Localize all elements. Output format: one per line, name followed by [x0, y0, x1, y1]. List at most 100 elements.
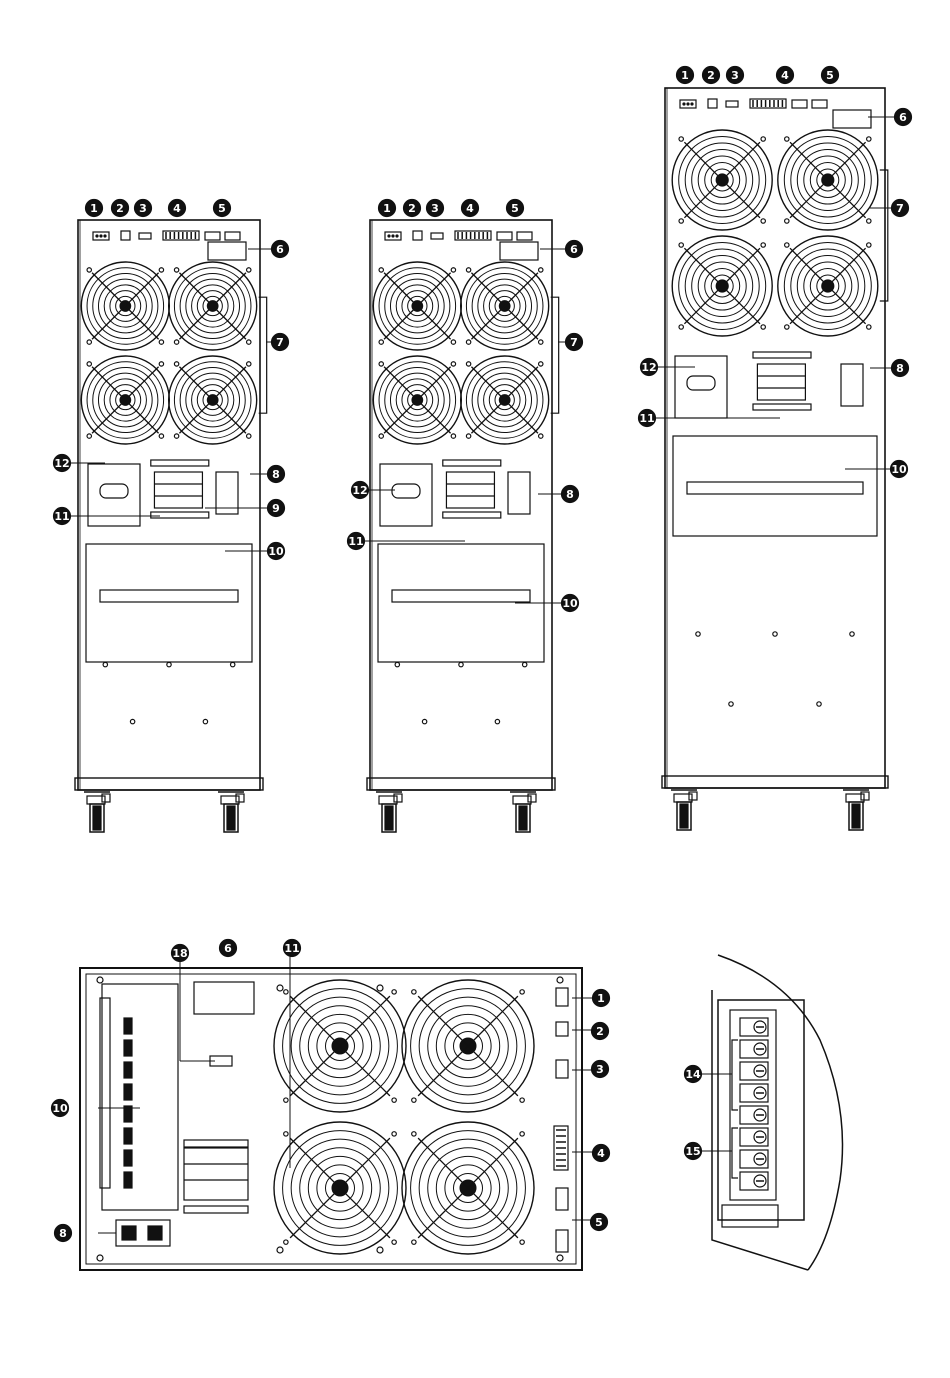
bracket-14 [732, 1040, 738, 1110]
vent-slot [124, 1084, 132, 1100]
screw [817, 702, 821, 706]
db9-port-a [792, 100, 807, 108]
db9-port [556, 988, 568, 1006]
small-port [556, 1060, 568, 1078]
callout-number: 3 [596, 1063, 604, 1076]
breaker-toggle-a [122, 1226, 136, 1240]
callout-label: 1 [379, 200, 396, 217]
screw [277, 1247, 283, 1253]
terminal-strip [163, 231, 199, 240]
caster-wheel [376, 792, 402, 832]
callout-number: 8 [59, 1227, 67, 1240]
lower-cover [86, 544, 252, 662]
callout-label: 6 [895, 109, 912, 126]
screw [850, 632, 854, 636]
caster-wheel [84, 792, 110, 832]
screw [523, 662, 527, 666]
fan-grille [402, 1122, 534, 1254]
callout-number: 2 [116, 202, 124, 215]
db9-port-b [517, 232, 532, 240]
callout-label: 3 [427, 200, 444, 217]
callout-number: 1 [681, 69, 689, 82]
fan-grille [274, 1122, 406, 1254]
callout-number: 12 [352, 484, 367, 497]
cabinet-base [75, 778, 263, 790]
callout-label: 3 [727, 67, 744, 84]
enclosure-edge [712, 990, 808, 1270]
switch-panel [184, 1148, 248, 1200]
cabinet-body [665, 88, 885, 788]
db9-port-b [812, 100, 827, 108]
screw [495, 719, 499, 723]
callout-number: 1 [597, 992, 605, 1005]
enclosure-curve [718, 955, 843, 1270]
cover-plate [722, 1205, 778, 1227]
callout-label: 2 [592, 1023, 609, 1040]
vent-slot [124, 1172, 132, 1188]
callout-number: 6 [570, 243, 578, 256]
callout-number: 3 [731, 69, 739, 82]
callout-number: 10 [268, 545, 284, 558]
callout-number: 1 [90, 202, 98, 215]
switch-top-plate [151, 460, 209, 466]
callout-number: 12 [54, 457, 69, 470]
callout-number: 10 [891, 463, 907, 476]
callout-number: 12 [641, 361, 656, 374]
callout-label: 11 [639, 410, 656, 427]
switch-panel [154, 472, 202, 508]
fan-grille [778, 130, 878, 230]
callout-number: 11 [639, 412, 654, 425]
callout-number: 11 [348, 535, 363, 548]
callout-label: 8 [562, 486, 579, 503]
callout-label: 10 [268, 543, 285, 560]
screw [167, 662, 171, 666]
terminal-block-detail: 14 15 [685, 955, 843, 1270]
screw [277, 985, 283, 991]
callout-label: 12 [54, 455, 71, 472]
cover-handle [100, 590, 238, 602]
breaker-handle [687, 376, 715, 390]
callout-label: 14 [685, 1066, 702, 1083]
callout-label: 1 [86, 200, 103, 217]
fan-grille [169, 262, 257, 350]
switch-bottom-plate [443, 512, 501, 518]
callout-label: 12 [352, 482, 369, 499]
callout-number: 18 [172, 947, 187, 960]
callout-number: 11 [284, 942, 299, 955]
rack-unit-rear-view: 1861112310485 [52, 940, 610, 1271]
bracket-15 [732, 1128, 738, 1178]
switch-bottom-plate [184, 1206, 248, 1213]
callout-label: 1 [677, 67, 694, 84]
screw [459, 662, 463, 666]
callout-number: 5 [826, 69, 834, 82]
switch-bottom-plate [151, 512, 209, 518]
db9-port-a [497, 232, 512, 240]
cabinet-base [662, 776, 888, 788]
small-port [431, 233, 443, 239]
callout-number: 8 [272, 468, 280, 481]
callout-number: 15 [685, 1145, 700, 1158]
callout-number: 7 [276, 336, 284, 349]
vent-slot [124, 1150, 132, 1166]
callout-number: 11 [54, 510, 69, 523]
callout-label: 11 [284, 940, 301, 957]
cabinet-base [367, 778, 555, 790]
callout-label: 4 [169, 200, 186, 217]
switch-top-plate [753, 352, 811, 358]
callout-label: 4 [777, 67, 794, 84]
callout-number: 5 [218, 202, 226, 215]
lower-cover [673, 436, 877, 536]
callout-number: 4 [597, 1147, 605, 1160]
screw [696, 632, 700, 636]
callout-number: 2 [596, 1025, 604, 1038]
callout-label: 6 [220, 940, 237, 957]
callout-number: 3 [431, 202, 439, 215]
switch-bottom-plate [753, 404, 811, 410]
callout-number: 7 [896, 202, 904, 215]
label-plate [833, 110, 871, 128]
fan-grille [672, 130, 772, 230]
callout-label: 15 [685, 1143, 702, 1160]
callout-number: 8 [896, 362, 904, 375]
